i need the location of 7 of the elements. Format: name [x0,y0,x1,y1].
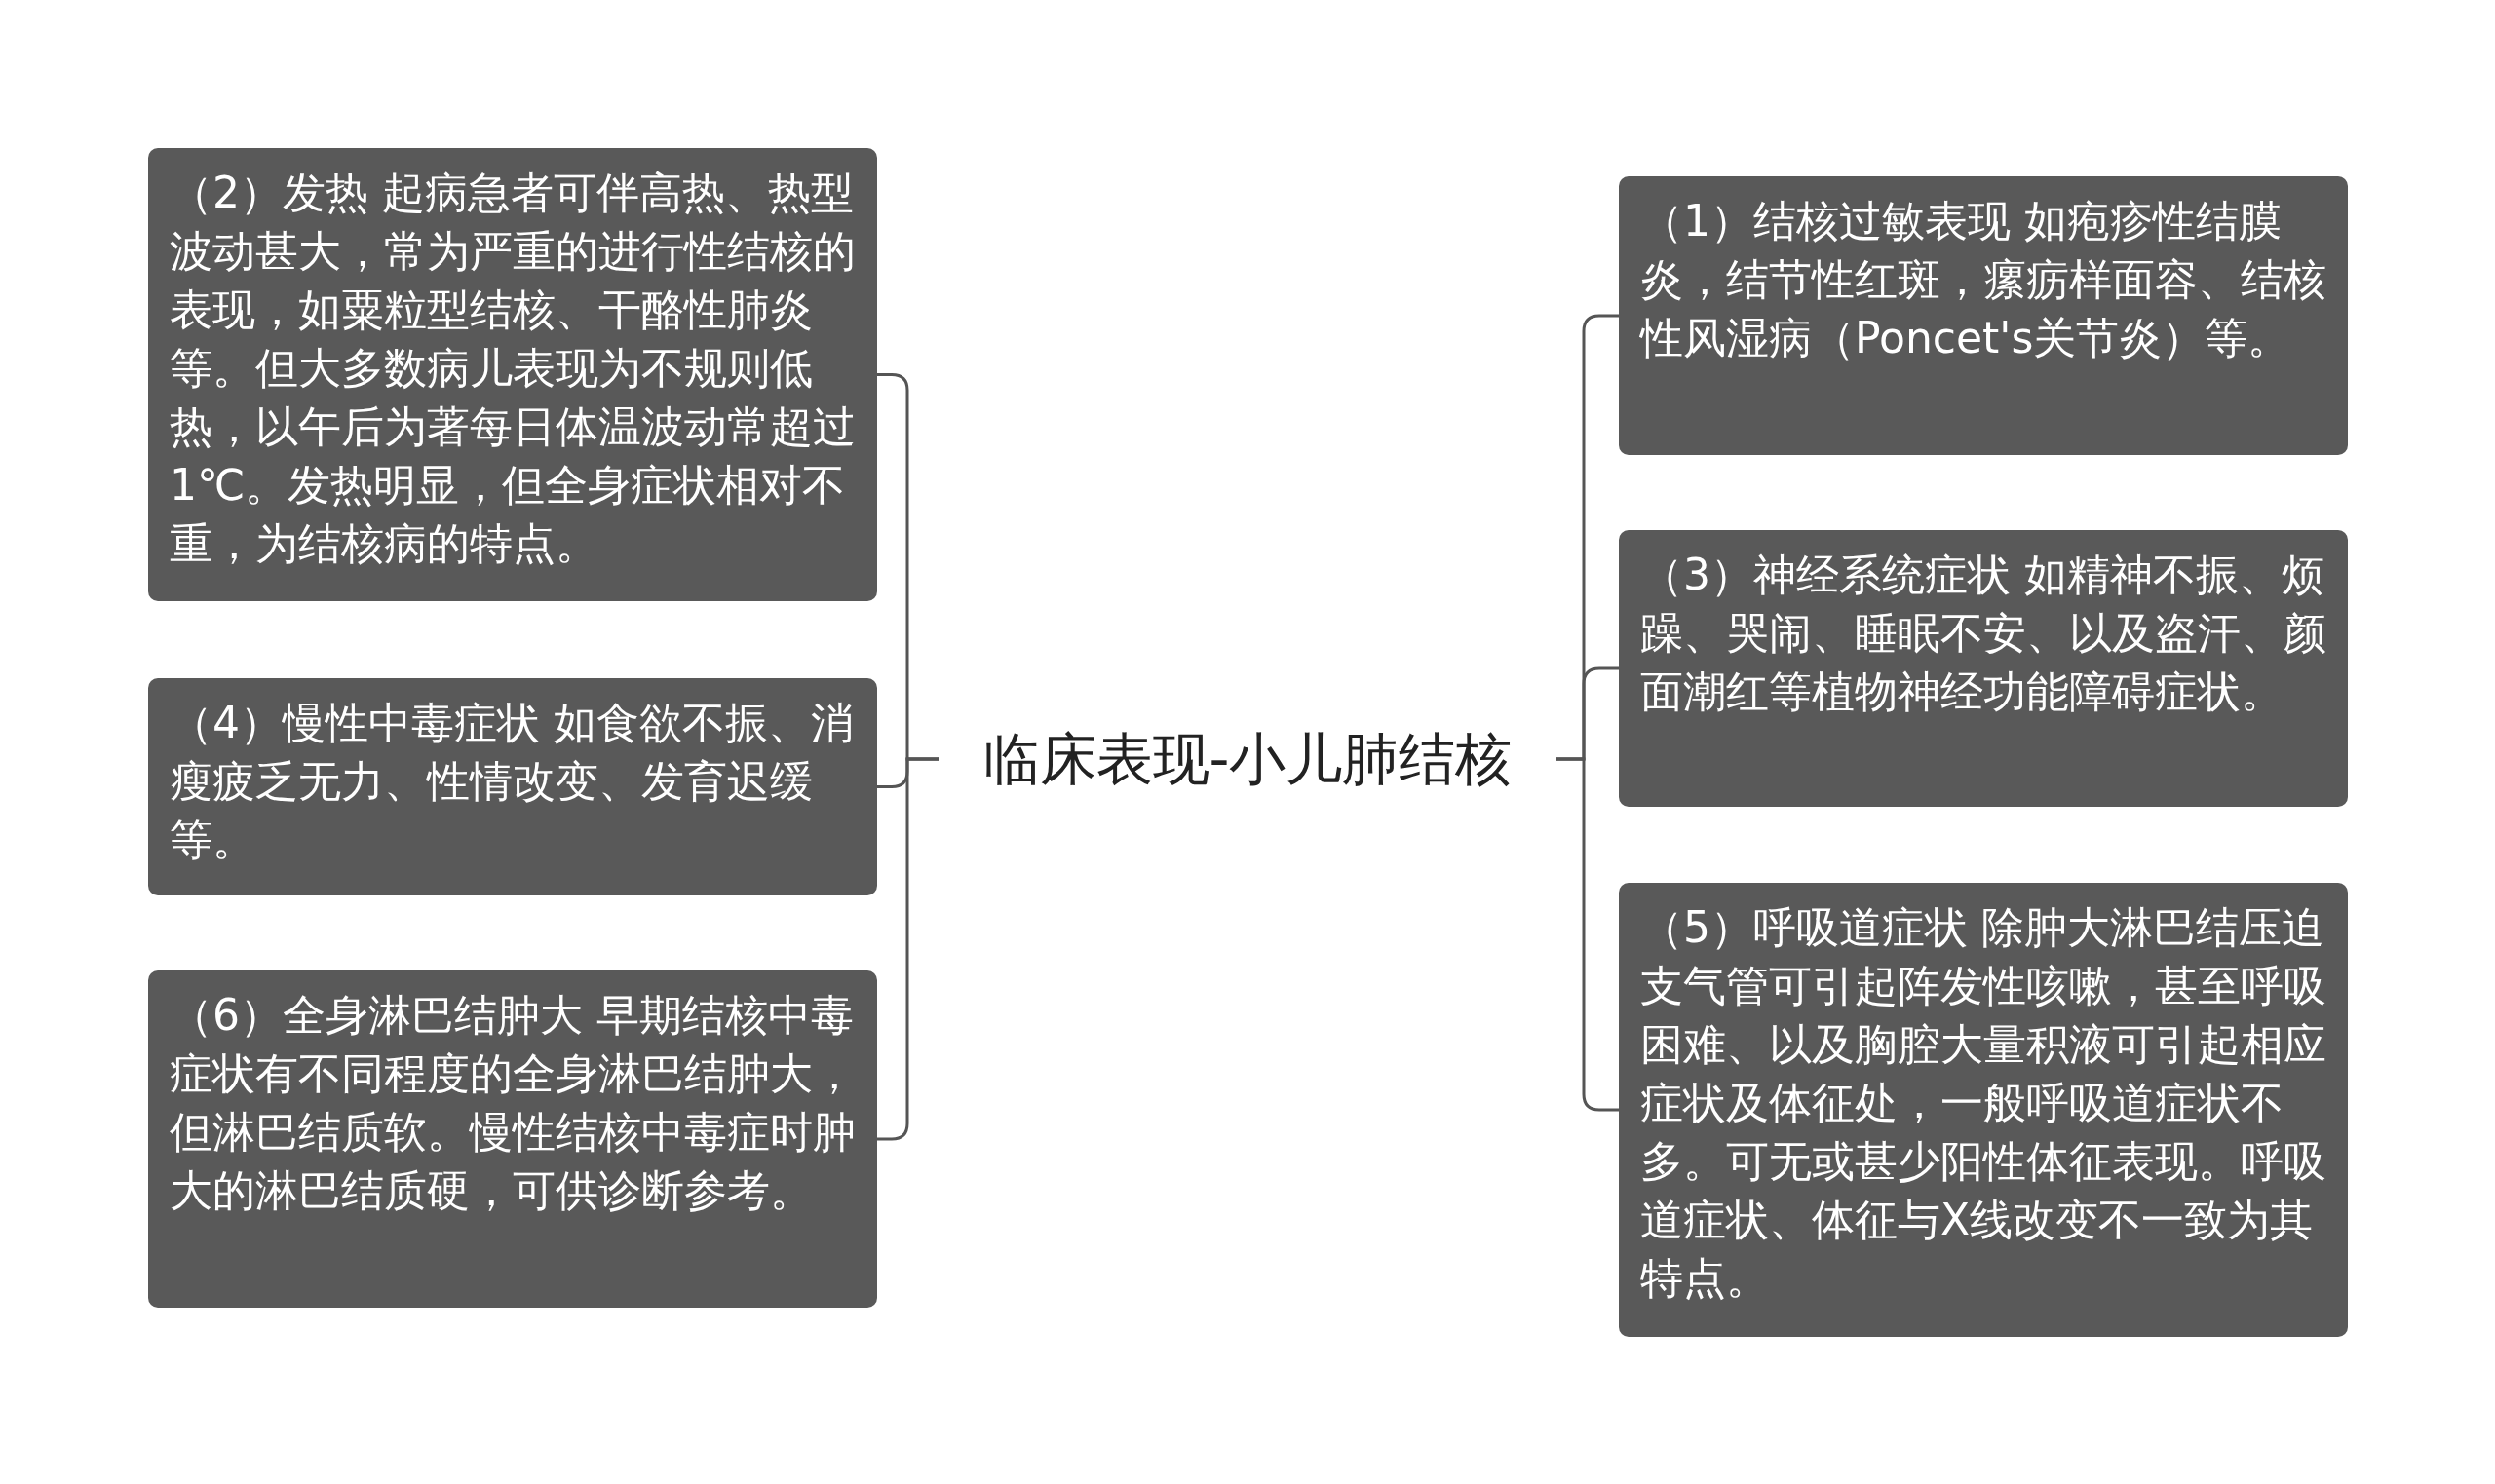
topic-box: （2）发热 起病急者可伴高热、热型波动甚大，常为严重的进行性结核的表现，如粟粒型结核、干酪性肺炎等。但大多数病儿表现为不规则低热，以午后为著每日体温波动常超过1℃。发热明显，但全身症状相对不重，为结核病的特点。 [148,148,877,601]
topic-box: （4）慢性中毒症状 如食欲不振、消瘦疲乏无力、性情改变、发育迟缓等。 [148,678,877,895]
topic-box: （6）全身淋巴结肿大 早期结核中毒症状有不同程度的全身淋巴结肿大，但淋巴结质软。慢性结核中毒症时肿大的淋巴结质硬，可供诊断参考。 [148,970,877,1308]
topic-box: （1）结核过敏表现 如疱疹性结膜炎，结节性红斑，瘰疬样面容、结核性风湿病（Poncet's关节炎）等。 [1619,176,2348,455]
topic-title: 临床表现-小儿肺结核 [939,725,1556,793]
topic-box: （3）神经系统症状 如精神不振、烦躁、哭闹、睡眠不安、以及盗汗、颜面潮红等植物神经功能障碍症状。 [1619,530,2348,807]
topic-box: （5）呼吸道症状 除肿大淋巴结压迫支气管可引起阵发性咳嗽，甚至呼吸困难、以及胸腔大量积液可引起相应症状及体征处，一般呼吸道症状不多。可无或甚少阳性体征表现。呼吸道症状、体征与X线改变不一致为其特点。 [1619,883,2348,1337]
